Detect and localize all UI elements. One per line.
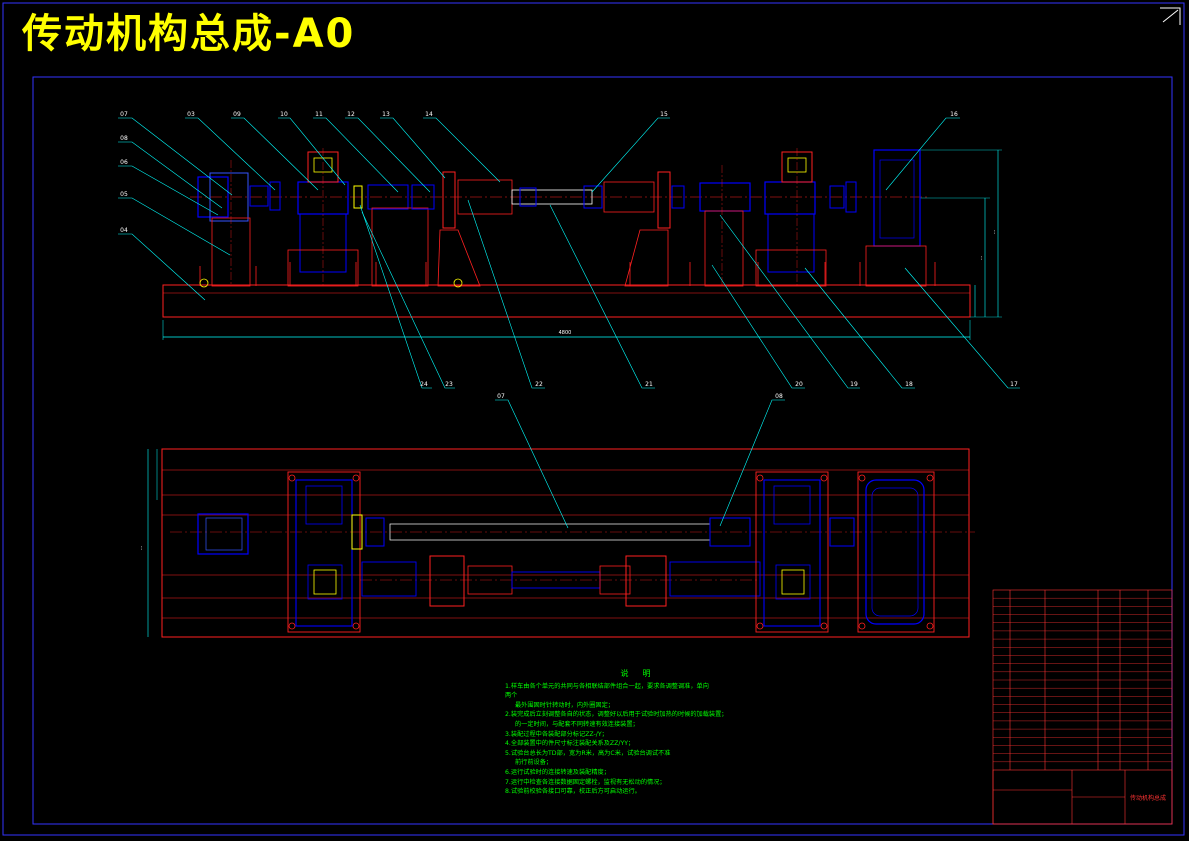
part-label: 07 bbox=[497, 393, 505, 400]
leader-lines bbox=[118, 117, 1020, 389]
note-line: 5.试验台总长为TD部，宽为R米，高为C米，试验台调试不准 bbox=[505, 749, 671, 757]
technical-notes: 说明 1.样车由各个单元的共同与各相联结部件组合一起，要求各调整调准，单向 两个… bbox=[505, 669, 780, 797]
note-line: 前行前设备； bbox=[515, 759, 553, 767]
part-label: 23 bbox=[445, 381, 453, 388]
dimension-text: 4800 bbox=[559, 330, 572, 336]
parts-list-rows bbox=[993, 597, 1172, 763]
part-labels: 07 08 06 05 04 03 09 10 11 12 13 14 15 16 24 23 22 21 20 19… bbox=[120, 111, 1018, 400]
part-label: 16 bbox=[950, 111, 958, 118]
part-label: 24 bbox=[420, 381, 428, 388]
part-label: 15 bbox=[660, 111, 668, 118]
part-label: 08 bbox=[120, 135, 128, 142]
note-line: 8.试验前校验各接口可靠，校正后方可启动运行。 bbox=[505, 788, 641, 796]
part-label: 14 bbox=[425, 111, 433, 118]
dimension-text: ... bbox=[138, 545, 144, 550]
corner-mark bbox=[1160, 7, 1181, 25]
part-label: 12 bbox=[347, 111, 355, 118]
drawing-title: 传动机构总成-A0 bbox=[22, 11, 356, 57]
part-label: 03 bbox=[187, 111, 195, 118]
note-line: 4.全部装置中的件尺寸标注装配关系及ZZ/YY； bbox=[505, 740, 635, 748]
note-line: 3.装配过程中各装配部分标记ZZ-/Y； bbox=[505, 730, 608, 738]
part-label: 04 bbox=[120, 227, 128, 234]
part-label: 19 bbox=[850, 381, 858, 388]
part-label: 13 bbox=[382, 111, 390, 118]
dimension-text: ... bbox=[978, 255, 984, 260]
notes-title: 说明 bbox=[620, 669, 665, 678]
part-label: 22 bbox=[535, 381, 543, 388]
part-label: 18 bbox=[905, 381, 913, 388]
part-label: 11 bbox=[315, 111, 323, 118]
dimension-labels: 4800......... bbox=[138, 229, 997, 550]
part-label: 21 bbox=[645, 381, 653, 388]
part-label: 09 bbox=[233, 111, 241, 118]
note-line: 的一定时间，与配套不同转速有效连接装置； bbox=[515, 720, 639, 728]
part-label: 20 bbox=[795, 381, 803, 388]
drawing-name: 传动机构总成 bbox=[1130, 794, 1166, 802]
part-label: 08 bbox=[775, 393, 783, 400]
title-block bbox=[992, 589, 1173, 825]
note-line: 6.运行试验时的连接转速及装配精度； bbox=[505, 768, 610, 776]
plan-view bbox=[147, 448, 975, 638]
note-line: 2.装完成后立刻调整各自的状态，调整好以后用于试验时加热的时候的加载装置； bbox=[505, 711, 728, 719]
elevation-view bbox=[162, 148, 1002, 340]
part-label: 17 bbox=[1010, 381, 1018, 388]
part-label: 10 bbox=[280, 111, 288, 118]
note-line: 7.运行中检查各连接数据固定螺栓，监视有无松动的情况； bbox=[505, 778, 666, 786]
note-line: 两个 bbox=[505, 692, 518, 700]
dimension-text: ... bbox=[991, 229, 997, 234]
part-label: 07 bbox=[120, 111, 128, 118]
part-label: 06 bbox=[120, 159, 128, 166]
note-line: 1.样车由各个单元的共同与各相联结部件组合一起，要求各调整调准，单向 bbox=[505, 682, 709, 690]
inner-border bbox=[32, 76, 1173, 825]
part-label: 05 bbox=[120, 191, 128, 198]
note-line: 最外围固时针转动时，内外圈固定； bbox=[515, 701, 614, 709]
